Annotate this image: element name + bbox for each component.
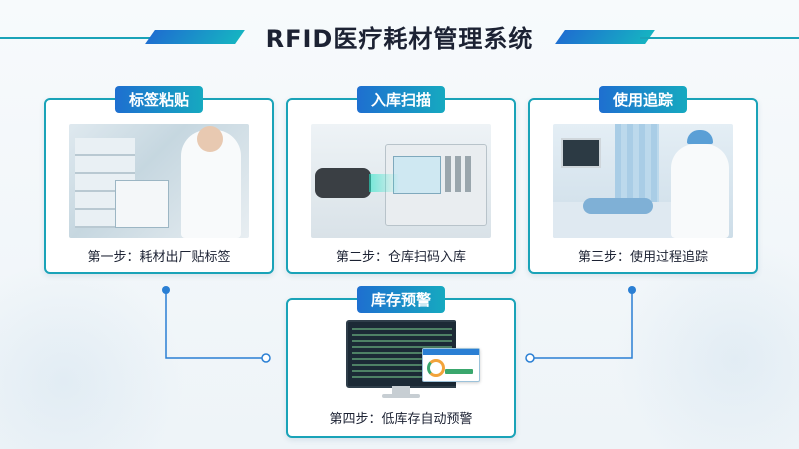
step-label-1: 标签粘贴 [114, 86, 204, 113]
title-decor-line-right [640, 37, 799, 39]
step-caption-4: 第四步：低库存自动预警 [329, 412, 473, 427]
photo-patient-tracking [553, 124, 733, 238]
scanner-beam [369, 174, 399, 192]
step-caption-2: 第二步：仓库扫码入库 [335, 250, 466, 265]
monitor-stand [392, 386, 410, 394]
connector-step3-to-step4 [530, 290, 633, 359]
step-card-4: 库存预警 第四步：低库存自动预警 [286, 286, 516, 438]
step-caption-3: 第三步：使用过程追踪 [577, 250, 708, 265]
alert-popup [422, 348, 480, 382]
nurse-cap [687, 130, 713, 144]
connector-ring-step4-right [525, 353, 535, 363]
terminal-screen [393, 156, 441, 194]
step-label-3: 使用追踪 [598, 86, 688, 113]
terminal-keypad [445, 156, 475, 192]
photo-labeling-supplies [69, 124, 249, 238]
doctor-head [197, 126, 223, 152]
alert-bar [445, 369, 473, 374]
photo-rfid-scanner [311, 124, 491, 238]
page-title: RFID医疗耗材管理系统 [265, 25, 534, 53]
step-caption-1: 第一步：耗材出厂贴标签 [87, 250, 231, 265]
alert-ring-icon [427, 359, 445, 377]
title-decor-line-left [0, 37, 160, 39]
step-card-2: 入库扫描 第二步：仓库扫码入库 [286, 86, 516, 274]
connector-step1-to-step4 [165, 290, 266, 359]
curtain [615, 124, 659, 204]
supply-box [115, 180, 169, 228]
patient-figure [583, 198, 653, 214]
connector-dot-step1 [162, 286, 170, 294]
patient-monitor [561, 138, 601, 168]
title-bar: RFID医疗耗材管理系统 [0, 24, 799, 54]
step-label-4: 库存预警 [356, 286, 446, 313]
step-card-1: 标签粘贴 第一步：耗材出厂贴标签 [44, 86, 274, 274]
alert-popup-header [423, 349, 479, 355]
monitor-base [382, 394, 420, 398]
scanner-handheld [315, 168, 371, 198]
step-label-2: 入库扫描 [356, 86, 446, 113]
nurse-figure [671, 144, 729, 238]
connector-dot-step3 [628, 286, 636, 294]
step-card-3: 使用追踪 第三步：使用过程追踪 [528, 86, 758, 274]
connector-ring-step4-left [261, 353, 271, 363]
